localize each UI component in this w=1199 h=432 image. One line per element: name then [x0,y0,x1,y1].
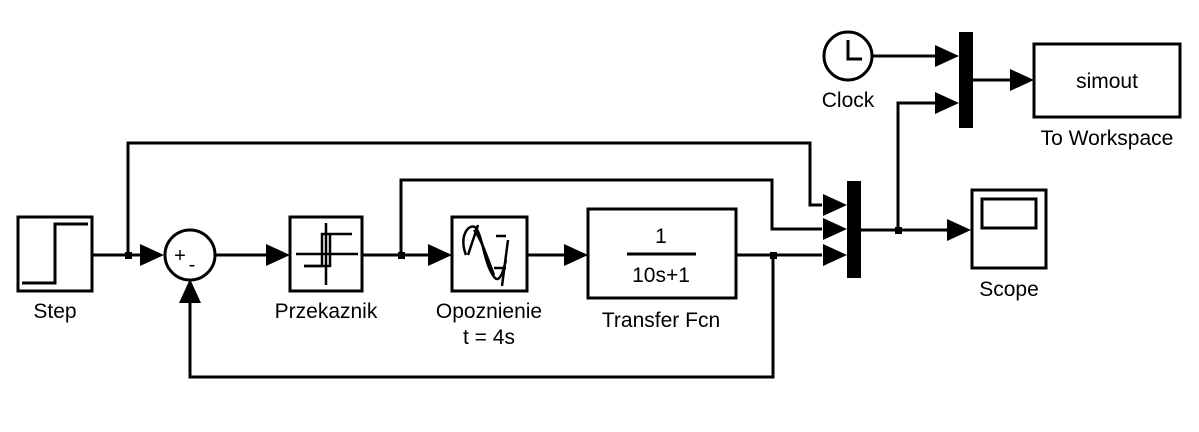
relay-label: Przekaznik [275,300,378,323]
signal-lines [93,54,1010,379]
arrowheads [140,45,1034,303]
arrow-icon [823,194,847,216]
clock-label: Clock [822,89,875,112]
wire-step-to-mux [126,141,822,255]
arrow-icon [935,45,959,67]
wire-feedback [188,255,775,379]
step-icon [22,222,88,285]
workspace-label: To Workspace [1041,127,1174,150]
arrow-icon [140,244,164,266]
scope-screen-icon [980,197,1038,230]
tf-numerator: 1 [655,225,667,248]
arrow-icon [266,244,290,266]
relay-block[interactable] [288,215,364,293]
arrow-icon [1010,69,1034,91]
relay-hysteresis-icon [296,223,358,285]
junction-dot [895,227,902,234]
delay-wave-icon [462,224,510,287]
mux-block[interactable] [847,181,861,278]
arrow-icon [179,279,201,303]
wire-mux-to-mux2 [896,101,935,230]
sum-block[interactable]: + - [163,228,217,282]
sum-plus-sign: + [174,245,186,267]
clock-block[interactable] [822,30,874,82]
transport-delay-block[interactable] [450,215,529,293]
tf-label: Transfer Fcn [602,309,720,332]
delay-label: Opoznienie [436,300,542,323]
step-block[interactable] [16,215,94,293]
scope-block[interactable] [970,188,1048,270]
arrow-icon [428,244,452,266]
junction-dot [398,252,405,259]
step-label: Step [33,300,76,323]
arrow-icon [823,244,847,266]
junction-dot [125,252,132,259]
arrow-icon [564,244,588,266]
arrow-icon [935,92,959,114]
to-workspace-block[interactable]: simout [1032,42,1182,119]
arrow-icon [947,219,971,241]
wire-relay-to-mux [399,178,822,255]
delay-param-label: t = 4s [463,326,515,349]
transfer-fcn-block[interactable]: 1 10s+1 [586,207,738,300]
arrow-icon [823,218,847,240]
sum-minus-sign: - [189,254,196,276]
tf-denominator: 10s+1 [632,264,690,287]
workspace-variable: simout [1076,70,1138,93]
scope-label: Scope [979,278,1039,301]
clock-hands-icon [846,40,862,61]
mux2-block[interactable] [959,32,973,128]
junction-dot [770,252,777,259]
